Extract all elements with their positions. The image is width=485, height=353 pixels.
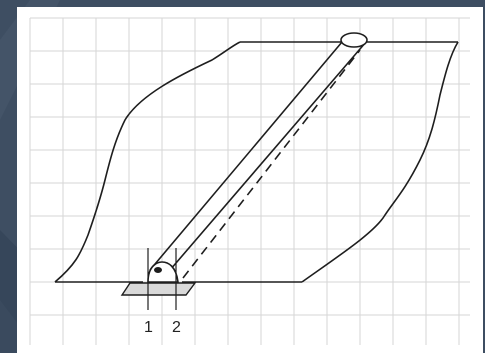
seam-hidden-line (182, 49, 361, 279)
seam-back-line (169, 41, 367, 271)
graph-paper-grid (29, 17, 470, 345)
seam-front-line (149, 41, 343, 271)
weld-core-dot (154, 267, 162, 273)
callout-label-2: 2 (172, 319, 181, 336)
seam-end-cap (340, 32, 368, 48)
backing-strip (120, 282, 197, 296)
top-plate-left-edge (54, 41, 241, 283)
callout-label-1: 1 (144, 319, 153, 336)
figure-panel (17, 7, 483, 353)
top-plate-right-edge (301, 41, 459, 283)
